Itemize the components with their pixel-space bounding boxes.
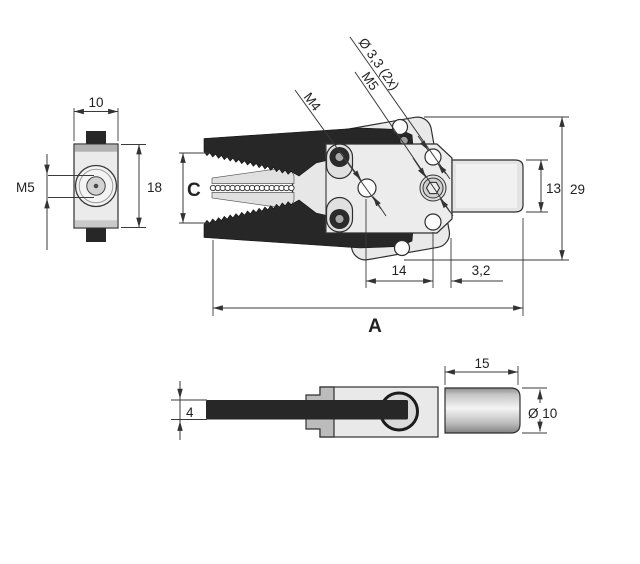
linkage-hole-bottom xyxy=(393,239,411,257)
side-shaft-cylinder xyxy=(444,387,521,434)
front-body-bottom-band xyxy=(74,220,118,228)
linkage-hole-top xyxy=(391,118,409,136)
front-center-dot xyxy=(93,183,99,189)
front-view: 10 M5 18 xyxy=(16,95,162,250)
leader-dia33 xyxy=(349,36,451,180)
hex-socket xyxy=(425,181,441,195)
front-body-top-band xyxy=(74,144,118,152)
chain-teeth xyxy=(209,184,295,192)
jaw-thickness-dim: 4 xyxy=(186,405,194,420)
edge-offset-dim: 3,2 xyxy=(472,263,491,278)
front-thread-label: M5 xyxy=(16,180,35,195)
overall-length-label: A xyxy=(368,316,382,337)
main-shaft-face xyxy=(456,164,517,208)
jaw-opening-label: C xyxy=(187,180,201,201)
dia33-hole-bottom xyxy=(424,213,442,231)
side-jaw-bar xyxy=(206,400,408,420)
leader-m5 xyxy=(354,71,454,217)
hole-spacing-dim: 14 xyxy=(391,263,407,278)
front-bottom-tab xyxy=(86,226,106,242)
leader-m4 xyxy=(294,89,382,210)
side-view: 15 4 Ø 10 xyxy=(171,356,557,440)
chain-link xyxy=(288,184,295,192)
jaw-lower xyxy=(203,199,414,249)
front-width-dim: 10 xyxy=(88,95,103,110)
main-view: C 13 29 14 3,2 A M4 M5 xyxy=(179,35,585,337)
shaft-length-dim: 15 xyxy=(474,356,489,371)
shaft-diameter-dim: Ø 10 xyxy=(528,406,557,421)
front-chamfer-circle xyxy=(78,168,114,204)
front-top-tab xyxy=(86,131,106,146)
overall-height-dim: 29 xyxy=(570,182,585,197)
shaft-height-dim: 13 xyxy=(546,181,561,196)
jaw-thread-label: M4 xyxy=(301,90,325,114)
jaw-upper xyxy=(203,127,414,177)
front-height-dim: 18 xyxy=(147,180,162,195)
